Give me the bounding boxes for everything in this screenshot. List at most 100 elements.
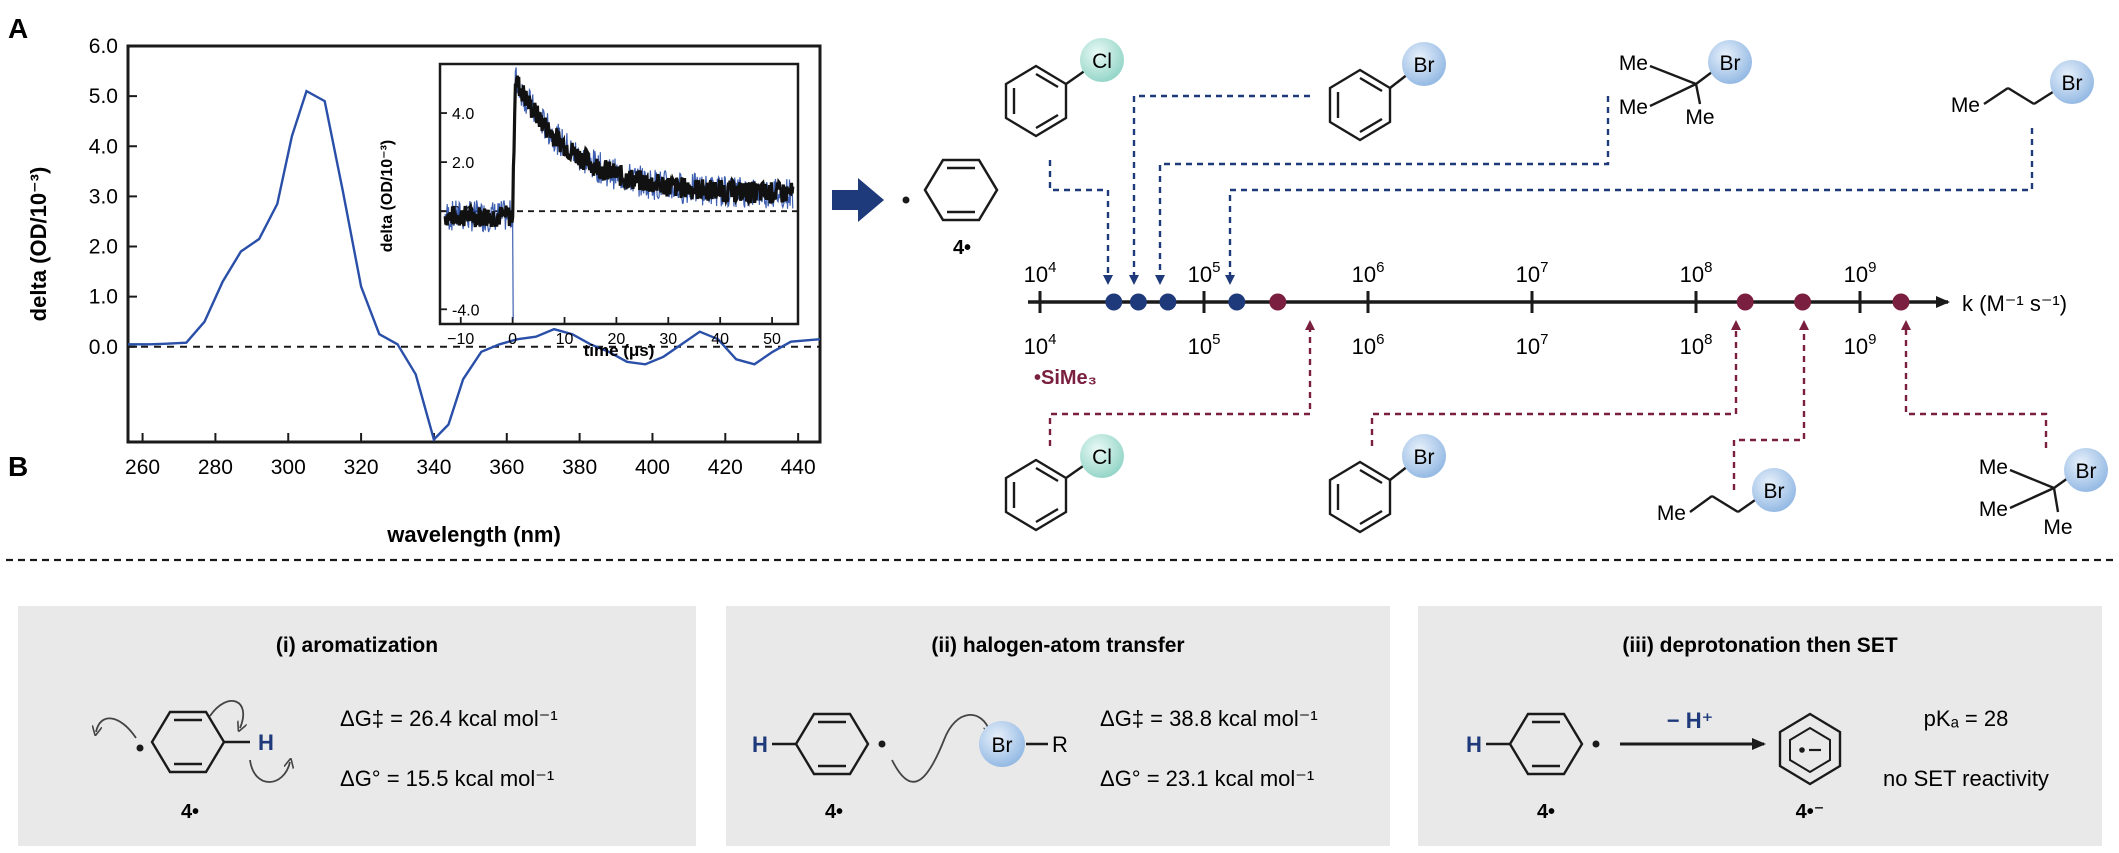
- bromine-atom-bubble: [1402, 434, 1446, 478]
- box-deprotonation-set: (iii) deprotonation then SET H 4• − H⁺ 4…: [1418, 606, 2102, 846]
- panel-a-label: A: [8, 13, 28, 44]
- inset-y-axis-label: delta (OD/10⁻³): [379, 140, 396, 252]
- spectrum-y-tick-label: 4.0: [89, 135, 118, 158]
- rate-tick-label-bottom: 107: [1516, 331, 1549, 359]
- bromine-atom-bubble: [2050, 60, 2094, 104]
- inset-x-tick-label: 40: [711, 331, 729, 348]
- inset-decay-trace: [443, 75, 795, 228]
- box-deprotonation-bg: [1418, 606, 2102, 846]
- rate-point-red: [1736, 293, 1754, 311]
- chlorine-label: Cl: [1092, 50, 1112, 73]
- bromine-label: Br: [2076, 460, 2097, 483]
- cyclohexadienyl-ring: [1508, 712, 1584, 776]
- methyl-label: Me: [1685, 106, 1714, 129]
- methyl-label: Me: [1619, 96, 1648, 119]
- radical-dot: [136, 744, 144, 752]
- bromine-atom-bubble: [2064, 448, 2108, 492]
- connector-bromobenzene-red: [1370, 320, 1741, 446]
- spectrum-x-tick-label: 320: [344, 456, 379, 479]
- chlorine-atom-bubble: [1080, 38, 1124, 82]
- methyl-label: Me: [1979, 498, 2008, 521]
- connector-tbubr-red: [1901, 320, 2048, 448]
- box-deprotonation-title: (iii) deprotonation then SET: [1622, 634, 1897, 657]
- methyl-label: Me: [2043, 516, 2072, 539]
- radical-4-label: 4•: [953, 237, 971, 259]
- bromine-label: Br: [1414, 54, 1435, 77]
- rate-point-blue: [1159, 293, 1177, 311]
- box-halogen-atom-transfer: (ii) halogen-atom transfer H Br R 4• ΔG‡…: [726, 606, 1390, 846]
- rate-axis-unit-label: k (M⁻¹ s⁻¹): [1962, 291, 2067, 316]
- spectrum-frame: [126, 44, 822, 444]
- pka-text: pKₐ = 28: [1924, 706, 2009, 731]
- rate-tick-label-top: 104: [1024, 259, 1057, 287]
- rate-tick-label-top: 109: [1844, 259, 1877, 287]
- blue-connectors: [1048, 94, 2034, 285]
- methyl-label: Me: [1951, 94, 1980, 117]
- rate-point-red: [1892, 293, 1910, 311]
- radical-dot: [902, 196, 910, 204]
- benzene-radical-anion-ring: [1778, 712, 1842, 786]
- spectrum-series-line: [128, 89, 821, 442]
- tert-butyl-bromide-bottom: Me Me Me Br: [1979, 448, 2108, 539]
- propyl-bromide-top: Me Br: [1951, 60, 2094, 117]
- connector-chlorobenzene-blue: [1048, 160, 1113, 285]
- hydrogen-label: H: [752, 732, 768, 757]
- rate-tick-label-bottom: 106: [1352, 331, 1385, 359]
- methyl-label: Me: [1657, 502, 1686, 525]
- curly-arrow-icon: [891, 714, 990, 783]
- spectrum-x-tick-label: 380: [562, 456, 597, 479]
- panel-b-label: B: [8, 451, 28, 482]
- connector-bromobenzene-blue: [1129, 94, 1310, 285]
- spectrum-x-tick-label: 400: [635, 456, 670, 479]
- spectrum-x-tick-label: 360: [489, 456, 524, 479]
- spectrum-x-tick-label: 280: [198, 456, 233, 479]
- rate-point-red: [1794, 293, 1812, 311]
- spectrum-y-tick-label: 6.0: [89, 35, 118, 58]
- rate-tick-label-bottom: 105: [1188, 331, 1221, 359]
- box-halogen-transfer-bg: [726, 606, 1390, 846]
- inset-y-tick-label: 2.0: [452, 155, 474, 172]
- radical-4-label: 4•: [825, 801, 843, 823]
- radical-anion-label: 4•⁻: [1796, 801, 1825, 823]
- reaction-energy-text: ΔG° = 23.1 kcal mol⁻¹: [1100, 766, 1314, 791]
- rate-point-blue: [1228, 293, 1246, 311]
- inset-x-tick-label: 50: [763, 331, 781, 348]
- cyclohexadienyl-ring: [150, 710, 226, 774]
- spectrum-x-tick-label: 440: [781, 456, 816, 479]
- spectrum-y-tick-label: 1.0: [89, 286, 118, 309]
- bromine-atom-bubble: [1752, 468, 1796, 512]
- rate-tick-label-bottom: 109: [1844, 331, 1877, 359]
- spectrum-y-axis-label: delta (OD/10⁻³): [26, 167, 51, 322]
- radical-4-label: 4•: [181, 801, 199, 823]
- tert-butyl-bromide-top: Me Me Me Br: [1619, 40, 1752, 129]
- spectrum-x-tick-label: 260: [125, 456, 160, 479]
- inset-x-tick-label: −10: [447, 331, 474, 348]
- inset-y-tick-label: 4.0: [452, 106, 474, 123]
- rate-point-blue: [1129, 293, 1147, 311]
- bromine-label: Br: [1720, 52, 1741, 75]
- rate-tick-label-bottom: 108: [1680, 331, 1713, 359]
- spectrum-y-tick-label: 5.0: [89, 85, 118, 108]
- box-aromatization-bg: [18, 606, 696, 846]
- bromine-atom-bubble: [1402, 42, 1446, 86]
- spectrum-x-tick-label: 420: [708, 456, 743, 479]
- cyclohexadienyl-radical-structure: [923, 158, 999, 222]
- bromobenzene-bottom: Br: [1328, 434, 1446, 534]
- activation-energy-text: ΔG‡ = 38.8 kcal mol⁻¹: [1100, 706, 1318, 731]
- bromine-label: Br: [2062, 72, 2083, 95]
- spectrum-x-tick-label: 300: [271, 456, 306, 479]
- curly-arrow-icon: [96, 717, 137, 739]
- cyclohexadienyl-ring: [794, 712, 870, 776]
- spectrum-x-axis-label: wavelength (nm): [386, 522, 561, 547]
- spectrum-y-tick-label: 0.0: [89, 336, 118, 359]
- radical-dot: [878, 740, 886, 748]
- connector-tbubr-blue: [1155, 96, 1610, 285]
- rate-tick-label-top: 108: [1680, 259, 1713, 287]
- methyl-label: Me: [1979, 456, 2008, 479]
- curly-arrow-icon: [249, 760, 290, 783]
- box-halogen-transfer-title: (ii) halogen-atom transfer: [931, 634, 1184, 657]
- red-connectors: [1048, 320, 2048, 490]
- chlorine-atom-bubble: [1080, 434, 1124, 478]
